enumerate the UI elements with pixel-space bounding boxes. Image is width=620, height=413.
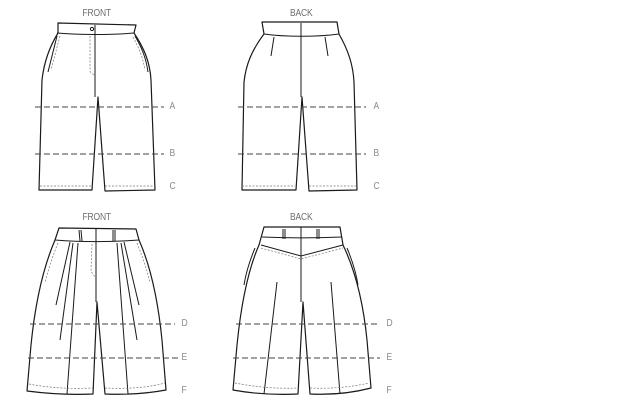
length-marker-c: C xyxy=(373,181,380,192)
view-title-back: BACK xyxy=(289,8,313,19)
shorts-1-back-drawing xyxy=(238,21,366,192)
length-marker-c: C xyxy=(169,181,176,192)
length-marker-d: D xyxy=(181,318,188,329)
view-title-front: FRONT xyxy=(82,212,112,223)
view-title-front: FRONT xyxy=(82,8,112,19)
view-title-back: BACK xyxy=(289,212,313,223)
shorts-outline xyxy=(241,21,358,192)
length-marker-e: E xyxy=(386,352,393,363)
shorts-2-back-drawing xyxy=(232,226,380,395)
shorts-outline xyxy=(26,227,167,395)
shorts-2-front-drawing xyxy=(26,227,178,395)
length-marker-a: A xyxy=(169,101,176,112)
length-marker-b: B xyxy=(169,148,176,159)
length-marker-e: E xyxy=(181,352,188,363)
length-marker-d: D xyxy=(386,318,393,329)
length-marker-a: A xyxy=(373,101,380,112)
length-marker-f: F xyxy=(181,385,187,396)
shorts-outline xyxy=(38,22,156,192)
length-marker-f: F xyxy=(386,385,392,396)
shorts-1-front-drawing xyxy=(35,22,164,192)
length-marker-b: B xyxy=(373,148,380,159)
